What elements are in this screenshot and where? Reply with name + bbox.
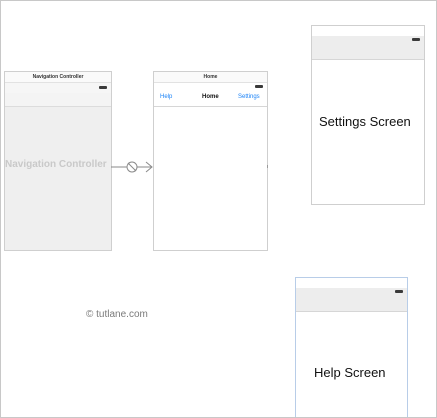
battery-icon: [395, 290, 403, 293]
help-screen-label: Help Screen: [314, 365, 386, 380]
navigation-bar: Help Home Settings: [154, 90, 267, 107]
battery-icon: [412, 38, 420, 41]
settings-scene[interactable]: Settings Screen: [311, 25, 425, 205]
segue-arrow[interactable]: [109, 157, 159, 177]
nav-title: Home: [202, 94, 219, 100]
segue-icon-slash: [127, 162, 137, 172]
home-scene[interactable]: Home Help Home Settings: [153, 71, 268, 251]
settings-screen-label: Settings Screen: [319, 114, 411, 129]
navigation-controller-scene[interactable]: Navigation Controller Navigation Control…: [4, 71, 112, 251]
navigation-bar: [296, 288, 407, 312]
status-bar: [5, 83, 111, 93]
scene-title: Navigation Controller: [5, 72, 111, 83]
battery-icon: [255, 85, 263, 88]
settings-bar-button[interactable]: Settings: [238, 94, 260, 100]
battery-icon: [99, 86, 107, 89]
arrowhead-icon: [145, 161, 153, 173]
scene-title: Home: [154, 72, 267, 83]
help-bar-button[interactable]: Help: [160, 94, 173, 100]
navigation-controller-placeholder: Navigation Controller: [5, 159, 107, 170]
status-bar: [154, 83, 267, 90]
navigation-bar: [312, 36, 424, 60]
help-scene[interactable]: Help Screen: [295, 277, 408, 417]
navigation-bar: [5, 93, 111, 107]
segue-dot: [267, 165, 268, 168]
watermark: © tutlane.com: [86, 309, 148, 320]
